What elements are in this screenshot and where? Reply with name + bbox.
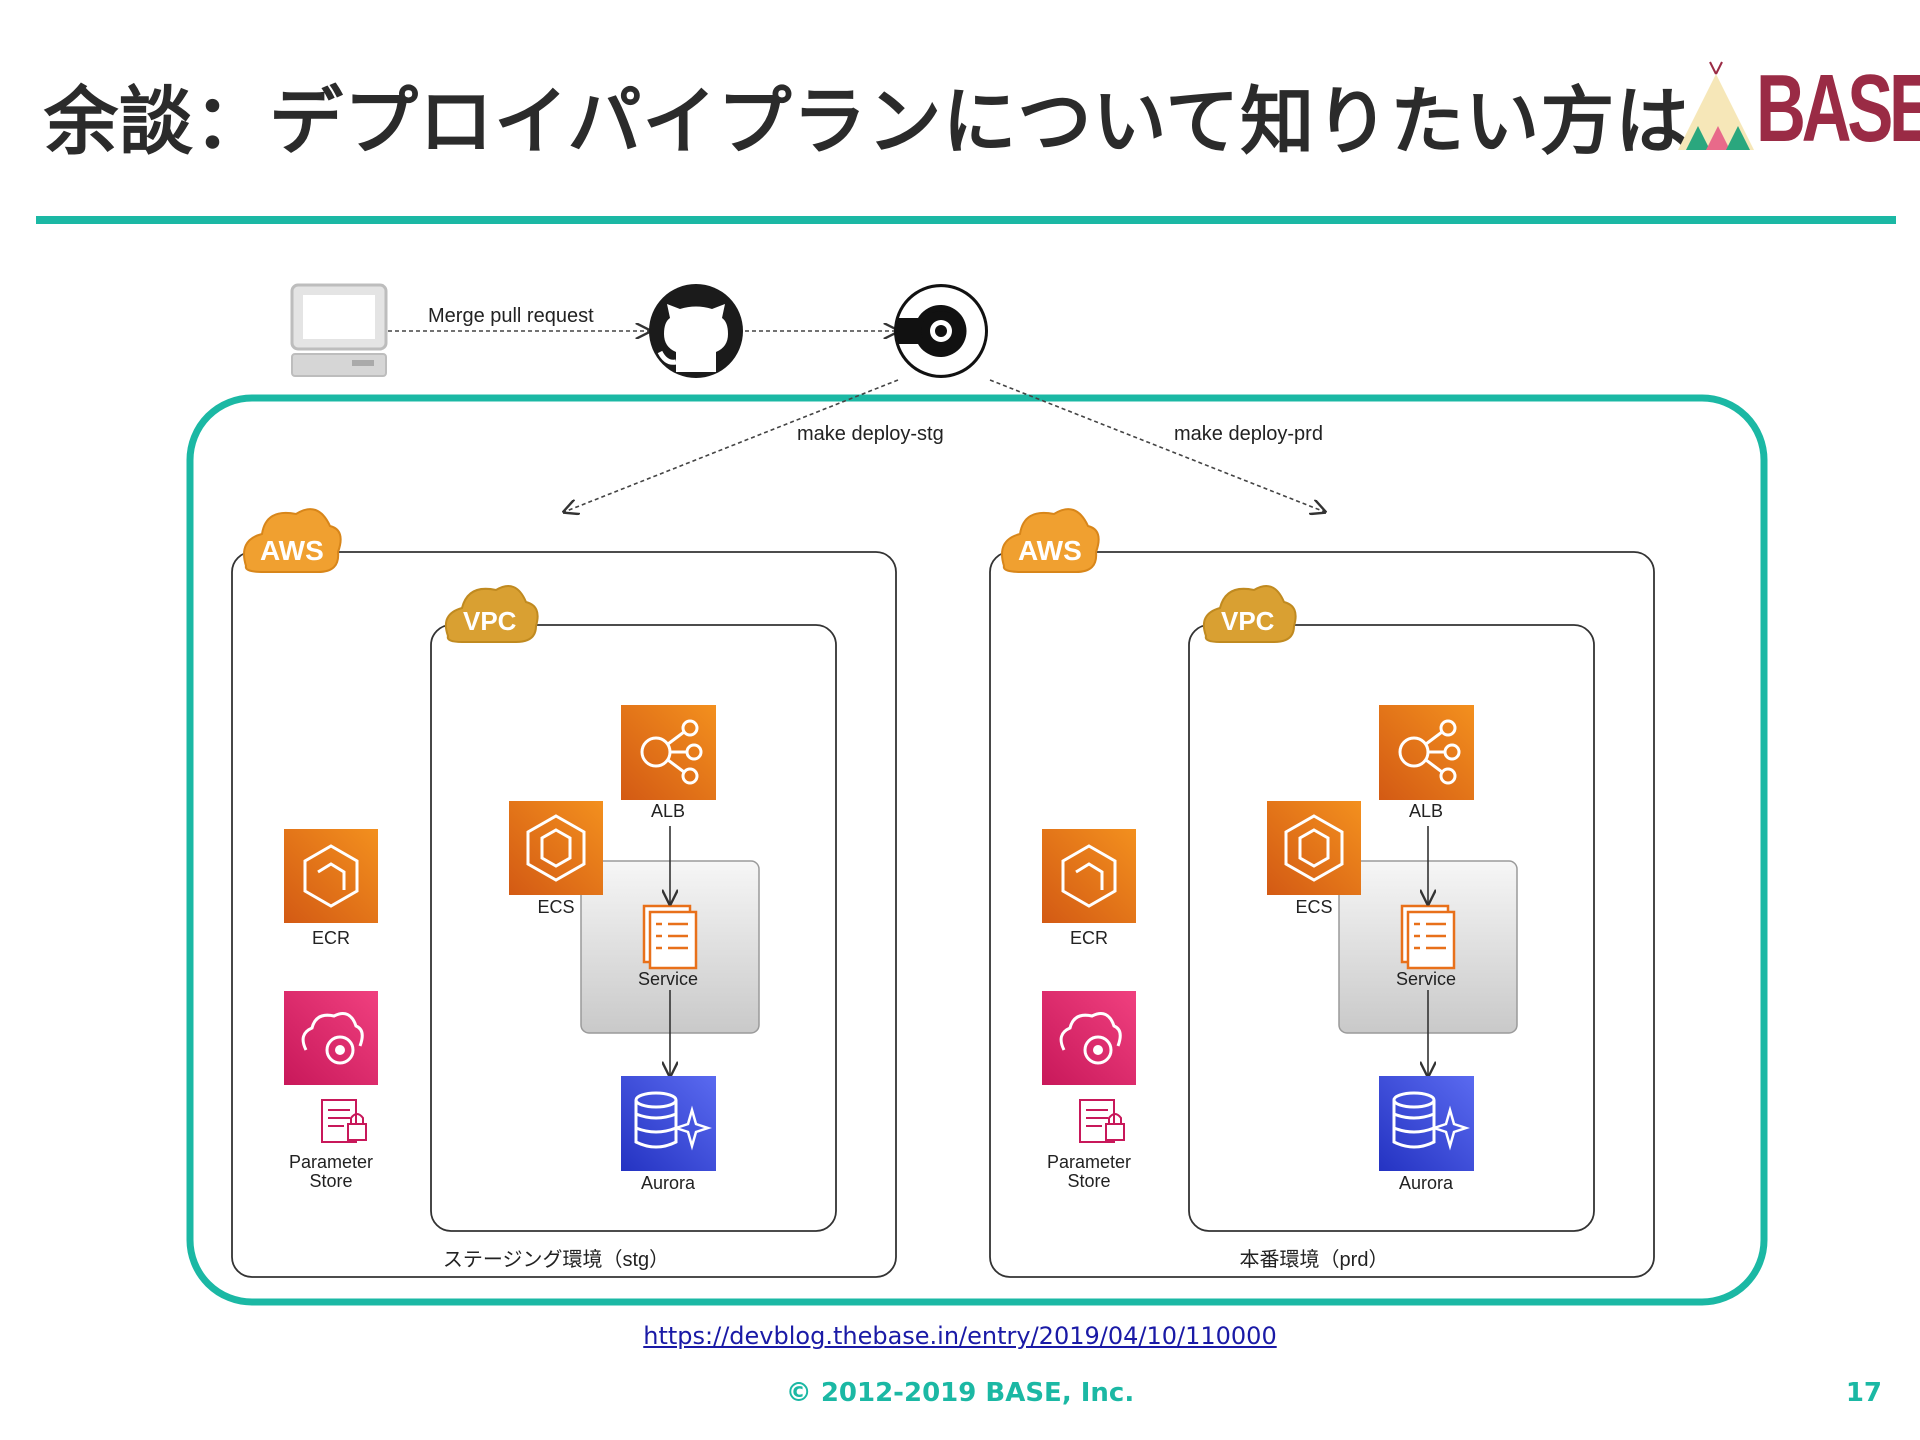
merge-label: Merge pull request	[428, 305, 594, 327]
service-task-icon	[642, 904, 698, 970]
parameter-label-line2: Store	[309, 1171, 352, 1191]
ecr-label: ECR	[312, 928, 350, 948]
environment-label: 本番環境（prd）	[1240, 1248, 1389, 1271]
base-logo: BASE	[1676, 55, 1920, 162]
aws-label: AWS	[260, 535, 324, 566]
alb-icon	[1379, 705, 1474, 800]
tent-logo-icon	[1678, 61, 1754, 150]
alb-icon	[621, 705, 716, 800]
deploy-prd-label: make deploy-prd	[1174, 423, 1323, 445]
ecr-icon	[1042, 829, 1136, 923]
ecs-icon	[509, 801, 603, 895]
github-icon	[649, 284, 743, 378]
environment-label: ステージング環境（stg）	[443, 1248, 669, 1271]
environment-prd: AWS VPC ECR Parameter	[989, 508, 1655, 1278]
page-number: 17	[1845, 1378, 1882, 1408]
ecs-label: ECS	[537, 897, 574, 917]
aws-cloud-icon	[1001, 508, 1100, 573]
ecr-label: ECR	[1070, 928, 1108, 948]
deploy-stg-label: make deploy-stg	[797, 423, 944, 445]
vpc-box	[430, 624, 837, 1232]
copyright-footer: © 2012-2019 BASE, Inc.	[785, 1378, 1135, 1408]
parameter-label-line1: Parameter	[1047, 1152, 1131, 1172]
aurora-label: Aurora	[641, 1173, 696, 1193]
aws-label: AWS	[1018, 535, 1082, 566]
slide-title: 余談：デプロイパイプランについて知りたい方は	[44, 79, 1691, 165]
vpc-cloud-icon	[444, 585, 539, 643]
vpc-label: VPC	[463, 606, 517, 636]
circleci-icon	[894, 284, 988, 378]
ecs-label: ECS	[1295, 897, 1332, 917]
logo-wordmark: BASE	[1756, 55, 1920, 162]
laptop-icon	[290, 283, 388, 377]
blog-link[interactable]: https://devblog.thebase.in/entry/2019/04…	[643, 1322, 1277, 1350]
ecs-icon	[1267, 801, 1361, 895]
parameter-label-line1: Parameter	[289, 1152, 373, 1172]
aws-account-box	[989, 551, 1655, 1278]
vpc-label: VPC	[1221, 606, 1275, 636]
service-task-icon	[1400, 904, 1456, 970]
aurora-label: Aurora	[1399, 1173, 1454, 1193]
service-label: Service	[1396, 969, 1456, 989]
aws-account-box	[231, 551, 897, 1278]
environment-stg: AWS VPC ECR Para	[231, 508, 897, 1278]
parameter-store-icon	[284, 991, 378, 1143]
deploy-stg-arrow	[564, 379, 899, 512]
parameter-label-line2: Store	[1067, 1171, 1110, 1191]
aurora-icon	[1379, 1076, 1474, 1171]
aurora-icon	[621, 1076, 716, 1171]
vpc-cloud-icon	[1202, 585, 1297, 643]
aws-cloud-icon	[243, 508, 342, 573]
highlight-frame	[186, 394, 1768, 1306]
ecr-icon	[284, 829, 378, 923]
vpc-box	[1188, 624, 1595, 1232]
alb-label: ALB	[1409, 801, 1443, 821]
service-label: Service	[638, 969, 698, 989]
title-divider	[36, 216, 1896, 224]
alb-label: ALB	[651, 801, 685, 821]
parameter-store-icon	[1042, 991, 1136, 1143]
